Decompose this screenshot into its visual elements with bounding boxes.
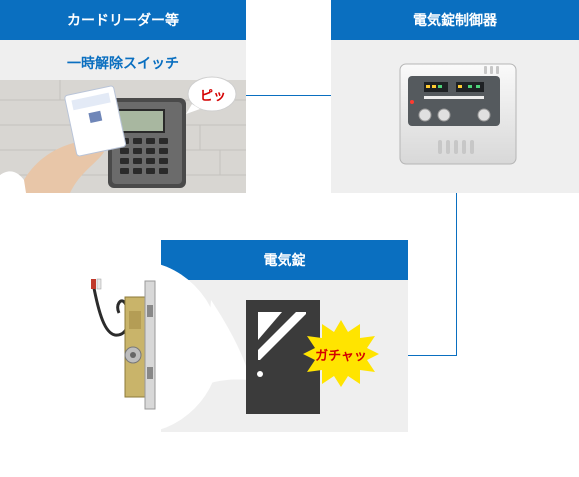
lock-header: 電気錠 xyxy=(161,240,408,280)
clunk-text: ガチャッ xyxy=(315,349,367,364)
card-reader-panel: カードリーダー等 一時解除スイッチ xyxy=(0,0,246,193)
clunk-burst xyxy=(303,320,379,387)
controller-panel: 電気錠制御器 xyxy=(331,0,579,193)
controller-device-image xyxy=(399,63,517,165)
release-switch-label: 一時解除スイッチ xyxy=(67,56,179,72)
connector-reader-controller xyxy=(245,95,331,96)
beep-bubble xyxy=(186,76,237,114)
card-reader-header: カードリーダー等 xyxy=(0,0,246,40)
beep-text: ピッ xyxy=(199,89,226,104)
electric-lock-image xyxy=(91,278,156,410)
controller-header: 電気錠制御器 xyxy=(331,0,579,40)
card-reader-photo xyxy=(0,80,246,193)
connector-controller-down xyxy=(456,193,457,356)
door-icon xyxy=(246,300,320,414)
connector-lock-controller xyxy=(405,355,457,356)
